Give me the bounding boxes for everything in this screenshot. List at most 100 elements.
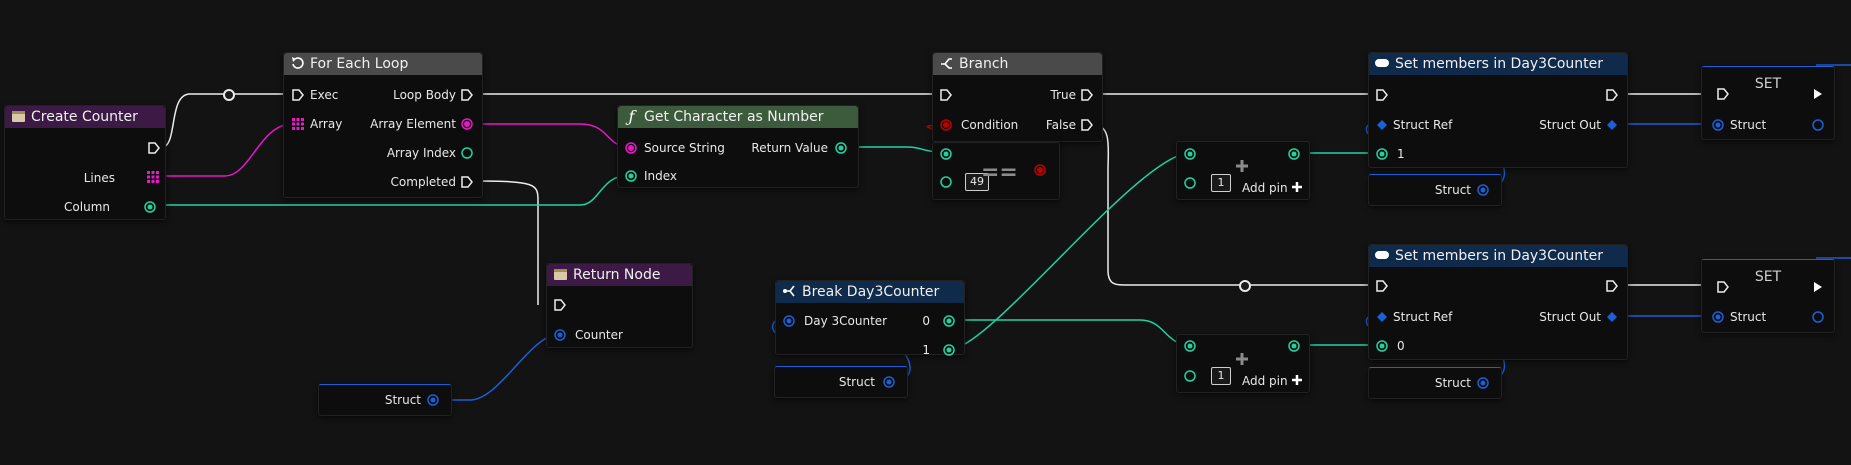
return-node[interactable]: Return Node Counter	[546, 263, 693, 348]
exec-in-pin[interactable]	[553, 298, 567, 312]
struct-out-pin[interactable]	[1476, 376, 1490, 390]
node-title: SET	[1754, 76, 1782, 92]
node-header[interactable]: Break Day3Counter	[776, 281, 964, 303]
lines-label: Lines	[83, 171, 115, 185]
struct-variable-node[interactable]: Struct	[1368, 174, 1502, 206]
struct-in-pin[interactable]	[782, 314, 796, 328]
node-title: Set members in Day3Counter	[1395, 248, 1604, 264]
add-pin-plus-icon[interactable]	[1291, 374, 1303, 386]
int-in-pin[interactable]	[1183, 176, 1197, 190]
set-variable-node[interactable]: SET Struct	[1701, 259, 1835, 333]
int-out-pin[interactable]	[460, 146, 474, 160]
reroute-knot[interactable]	[223, 89, 235, 101]
string-in-pin[interactable]	[624, 141, 638, 155]
node-header[interactable]: Return Node	[547, 264, 692, 286]
branch-node[interactable]: Branch Condition True False	[932, 52, 1103, 142]
exec-in-pin[interactable]	[939, 88, 953, 102]
exec-out-pin[interactable]	[460, 88, 474, 102]
struct-in-pin[interactable]	[1711, 118, 1725, 132]
node-header[interactable]: Set members in Day3Counter	[1369, 53, 1627, 75]
node-header[interactable]: Branch	[933, 53, 1102, 75]
exec-out-pin[interactable]	[1812, 87, 1826, 101]
exec-out-pin[interactable]	[147, 141, 161, 155]
int-out-pin[interactable]	[143, 200, 157, 214]
int-in-pin[interactable]	[1183, 369, 1197, 383]
struct-variable-node[interactable]: Struct	[774, 366, 908, 398]
for-each-loop-node[interactable]: For Each Loop Exec Array Loop Body Array…	[283, 52, 483, 198]
array-in-pin[interactable]	[291, 117, 305, 131]
member-label: 0	[1397, 339, 1405, 353]
int-in-pin[interactable]	[1375, 339, 1389, 353]
node-header[interactable]: For Each Loop	[284, 53, 482, 75]
int-out-pin[interactable]	[942, 343, 956, 357]
int-in-pin[interactable]	[1375, 147, 1389, 161]
exec-out-pin[interactable]	[460, 175, 474, 189]
exec-out-pin[interactable]	[1605, 279, 1619, 293]
create-counter-node[interactable]: Create Counter Lines Column	[4, 105, 166, 220]
int-out-pin[interactable]	[942, 314, 956, 328]
exec-in-pin[interactable]	[291, 88, 305, 102]
node-title: Branch	[959, 56, 1009, 72]
struct-out-pin[interactable]	[1811, 118, 1825, 132]
struct-variable-node[interactable]: Struct	[1368, 367, 1502, 399]
int-out-pin[interactable]	[1287, 339, 1301, 353]
struct-out-pin[interactable]	[1605, 118, 1619, 132]
node-title: Create Counter	[31, 109, 138, 125]
int-in-pin[interactable]	[1183, 147, 1197, 161]
exec-in-pin[interactable]	[1716, 87, 1730, 101]
string-array-pin[interactable]	[146, 170, 160, 184]
out-1-label: 1	[922, 343, 930, 357]
string-wire	[158, 123, 293, 177]
bool-in-pin[interactable]	[939, 118, 953, 132]
branch-icon	[941, 58, 952, 69]
exec-out-pin[interactable]	[1812, 280, 1826, 294]
struct-ref-pin[interactable]	[1375, 118, 1389, 132]
int-in-pin[interactable]	[939, 147, 953, 161]
reroute-knot[interactable]	[1239, 280, 1251, 292]
struct-label: Struct	[1434, 183, 1471, 197]
struct-wire	[436, 333, 561, 401]
int-in-pin[interactable]	[1183, 339, 1197, 353]
equals-node[interactable]: 49 ==	[932, 142, 1060, 200]
break-day3counter-node[interactable]: Break Day3Counter Day 3Counter 0 1	[775, 280, 965, 357]
int-out-pin[interactable]	[834, 141, 848, 155]
add-node[interactable]: 1 Add pin	[1176, 334, 1310, 393]
string-out-pin[interactable]	[460, 117, 474, 131]
struct-in-pin[interactable]	[553, 328, 567, 342]
struct-out-pin[interactable]	[1476, 183, 1490, 197]
exec-in-pin[interactable]	[1375, 279, 1389, 293]
exec-out-pin[interactable]	[1080, 118, 1094, 132]
exec-out-pin[interactable]	[1605, 88, 1619, 102]
int-out-pin[interactable]	[1287, 147, 1301, 161]
struct-out-pin[interactable]	[426, 393, 440, 407]
node-header[interactable]: ƒ Get Character as Number	[618, 106, 858, 128]
bool-out-pin[interactable]	[1033, 163, 1047, 177]
struct-in-pin[interactable]	[1711, 310, 1725, 324]
get-character-as-number-node[interactable]: ƒ Get Character as Number Source String …	[617, 105, 859, 188]
set-variable-node[interactable]: SET Struct	[1701, 66, 1835, 140]
node-header[interactable]: Set members in Day3Counter	[1369, 245, 1627, 267]
add-pin-plus-icon[interactable]	[1291, 181, 1303, 193]
int-in-pin[interactable]	[939, 175, 953, 189]
b-value-field[interactable]: 1	[1211, 174, 1231, 192]
struct-ref-pin[interactable]	[1375, 310, 1389, 324]
b-value-field[interactable]: 1	[1211, 367, 1231, 385]
set-members-node[interactable]: Set members in Day3Counter Struct Ref St…	[1368, 244, 1628, 360]
b-value-field[interactable]: 49	[965, 173, 989, 191]
struct-out-pin[interactable]	[1811, 310, 1825, 324]
index-label: Index	[644, 169, 678, 183]
node-title: For Each Loop	[310, 56, 409, 72]
exec-in-pin[interactable]	[1375, 88, 1389, 102]
struct-out-pin[interactable]	[1605, 310, 1619, 324]
add-pin-label[interactable]: Add pin	[1242, 181, 1288, 195]
exec-out-pin[interactable]	[1080, 88, 1094, 102]
int-in-pin[interactable]	[624, 169, 638, 183]
add-node[interactable]: 1 Add pin	[1176, 141, 1310, 200]
struct-out-pin[interactable]	[882, 375, 896, 389]
return-value-label: Return Value	[751, 141, 828, 155]
node-header[interactable]: Create Counter	[5, 106, 165, 128]
set-members-node[interactable]: Set members in Day3Counter Struct Ref St…	[1368, 52, 1628, 168]
exec-in-pin[interactable]	[1716, 280, 1730, 294]
struct-variable-node[interactable]: Struct	[318, 384, 452, 416]
add-pin-label[interactable]: Add pin	[1242, 374, 1288, 388]
